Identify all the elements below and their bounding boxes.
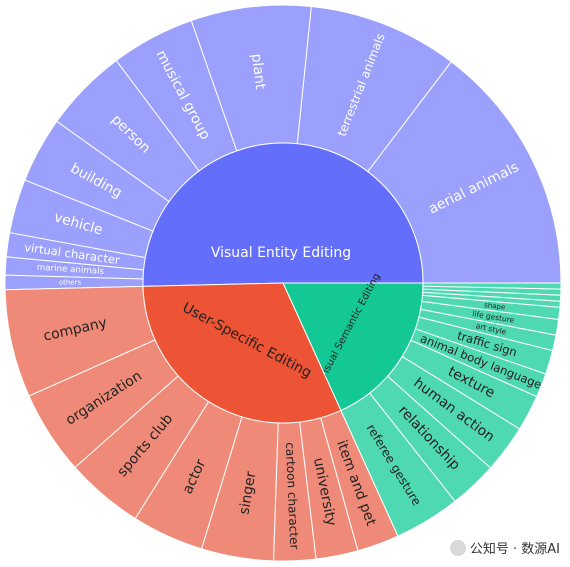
sunburst-inner-segment-visual-entity-editing (142, 142, 424, 287)
sunburst-outer-label: cartoon character (283, 442, 302, 550)
sunburst-outer-label: shape (484, 301, 506, 311)
sunburst-inner-label: Visual Entity Editing (211, 245, 351, 261)
watermark-text: 公知号 · 数源AI (469, 542, 560, 557)
wechat-icon (449, 539, 466, 556)
sunburst-inner-segment-user-specific-editing (142, 282, 342, 424)
sunburst-outer-label: marine animals (36, 263, 104, 277)
sunburst-outer-label: plant (248, 53, 268, 91)
watermark: 公知号 · 数源AI (449, 538, 560, 557)
sunburst-inner-segment-visual-semantic-editing (282, 282, 424, 412)
sunburst-outer-label: singer (236, 470, 259, 516)
sunburst-outer-label: others (59, 279, 82, 287)
